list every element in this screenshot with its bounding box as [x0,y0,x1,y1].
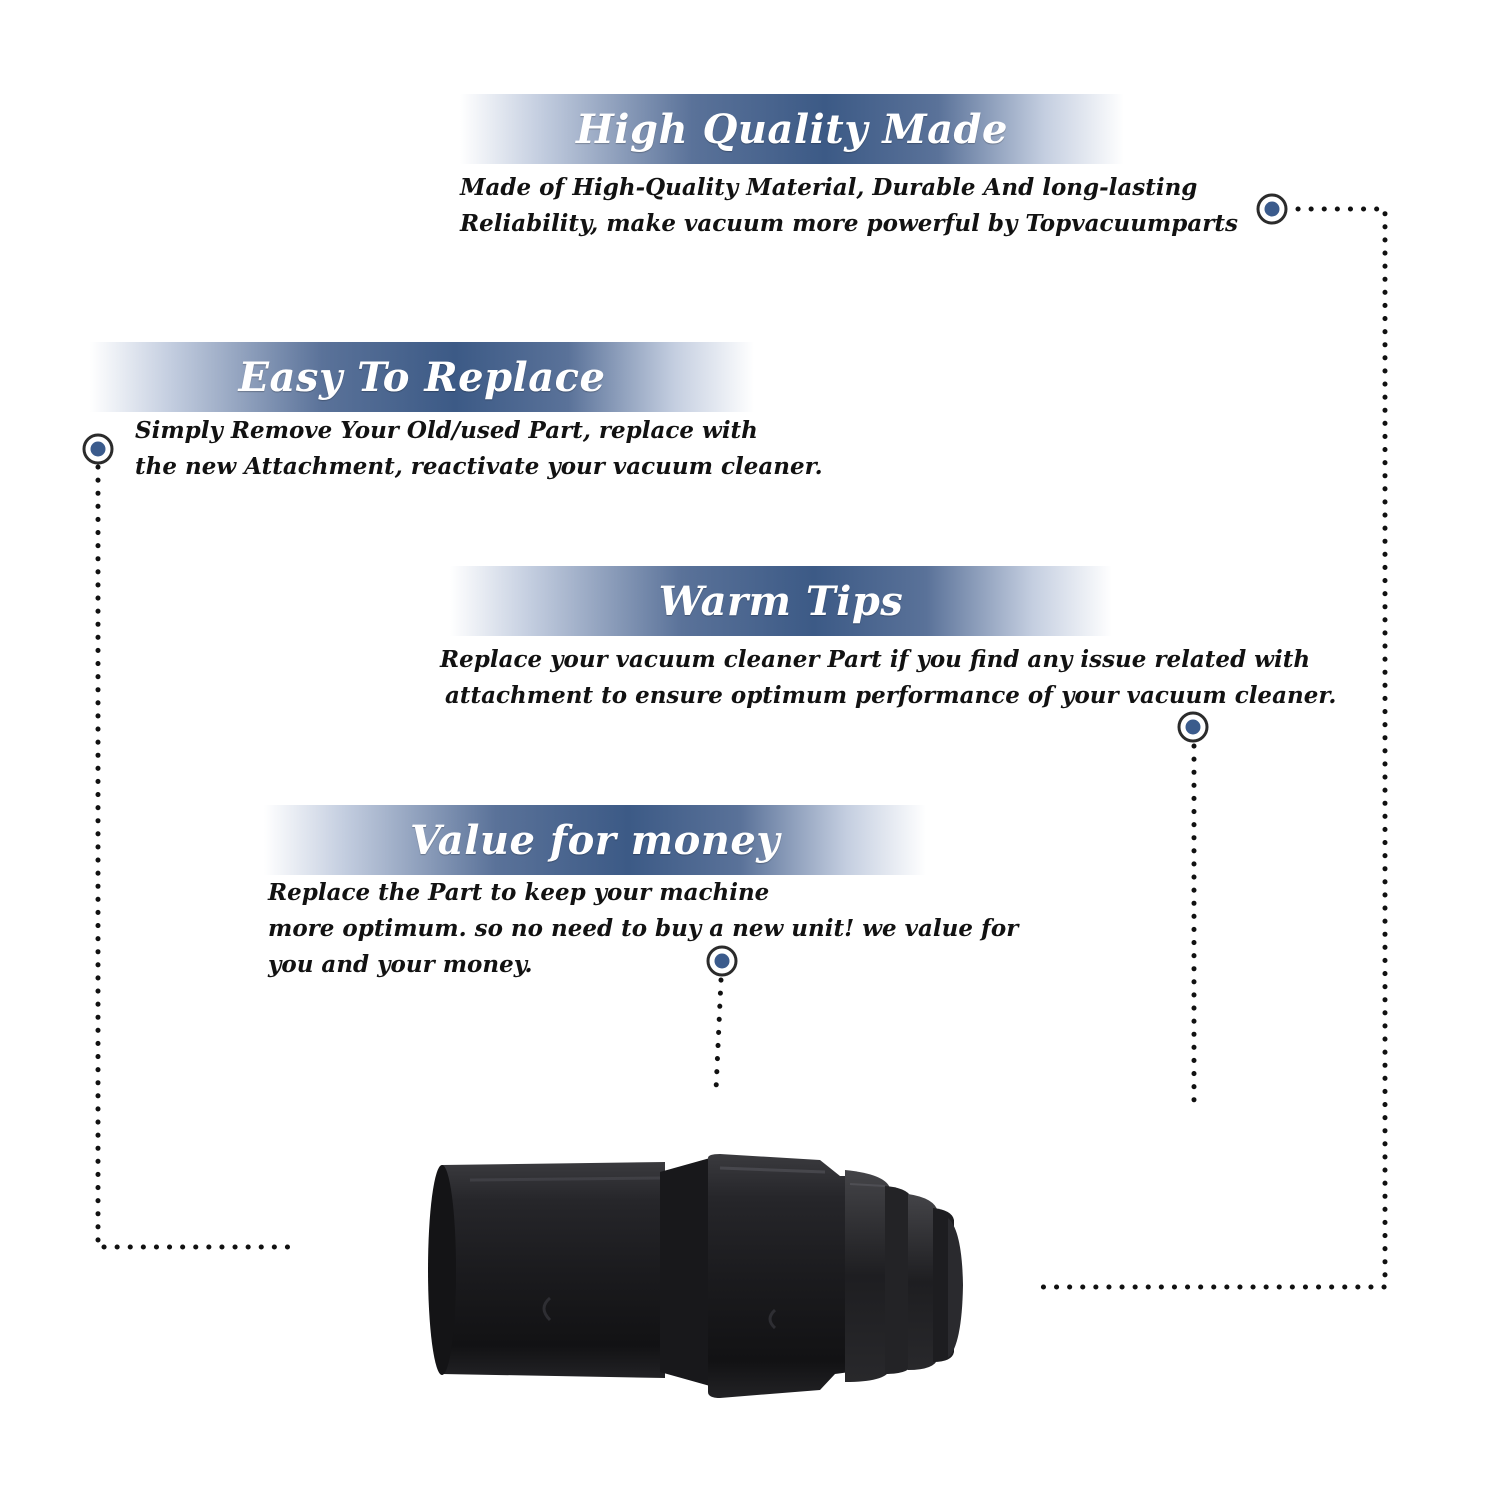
description-line: attachment to ensure optimum performance… [445,682,1337,709]
description-line: Made of High-Quality Material, Durable A… [460,174,1198,201]
description-line: Replace the Part to keep your machine [268,879,770,906]
feature-description-value-money: Replace the Part to keep your machine mo… [268,875,1018,983]
feature-banner-easy-replace: Easy To Replace [90,342,754,412]
connector-path-high-quality [1032,206,1388,1290]
feature-description-easy-replace: Simply Remove Your Old/used Part, replac… [135,413,823,485]
description-line: more optimum. so no need to buy a new un… [268,915,1019,942]
description-line: you and your money. [268,951,533,978]
feature-title: Warm Tips [658,577,904,625]
description-line: the new Attachment, reactivate your vacu… [135,453,823,480]
feature-description-warm-tips: Replace your vacuum cleaner Part if you … [440,642,1336,714]
connector-path-value-money [713,977,724,1093]
description-line: Reliability, make vacuum more powerful b… [460,210,1238,237]
feature-banner-value-money: Value for money [264,805,926,875]
feature-title: Value for money [409,816,781,864]
target-dot-icon [1256,193,1288,225]
target-dot-icon [706,945,738,977]
target-dot-icon [82,433,114,465]
description-line: Replace your vacuum cleaner Part if you … [440,646,1311,673]
feature-banner-warm-tips: Warm Tips [450,566,1112,636]
feature-title: High Quality Made [576,105,1008,153]
connector-path-easy-replace [95,464,293,1250]
target-dot-icon [1177,711,1209,743]
vacuum-hose-adapter-image [428,1154,963,1398]
description-line: Simply Remove Your Old/used Part, replac… [135,417,758,444]
feature-banner-high-quality: High Quality Made [460,94,1124,164]
feature-title: Easy To Replace [238,353,606,401]
feature-description-high-quality: Made of High-Quality Material, Durable A… [460,170,1238,242]
